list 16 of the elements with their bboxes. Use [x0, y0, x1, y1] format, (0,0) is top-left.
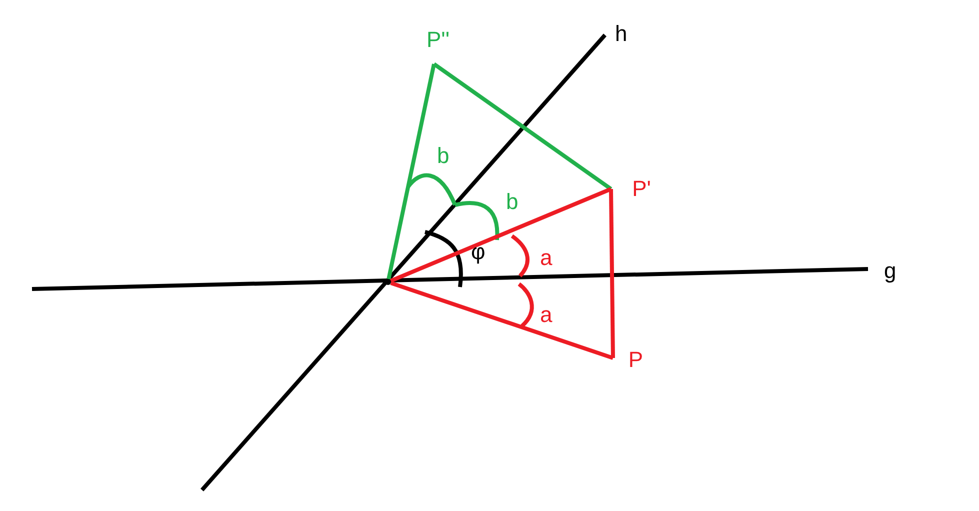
- line-label: g: [884, 259, 896, 283]
- intersection-point: [385, 279, 391, 285]
- angle-label: a: [540, 246, 552, 270]
- point-label: P: [613, 348, 643, 376]
- angle-label: b: [437, 144, 450, 168]
- angle-label: a: [540, 303, 552, 327]
- line-segment: [390, 281, 614, 360]
- line-segment: [432, 62, 612, 191]
- line-segment: [386, 64, 436, 280]
- angle-label: φ: [471, 240, 486, 264]
- point-label: P': [611, 177, 651, 201]
- point-label: P'': [420, 28, 456, 64]
- line-segment: [390, 187, 612, 283]
- angle-label: b: [506, 190, 518, 214]
- line-segment: [609, 188, 615, 358]
- line-label: h: [615, 22, 628, 46]
